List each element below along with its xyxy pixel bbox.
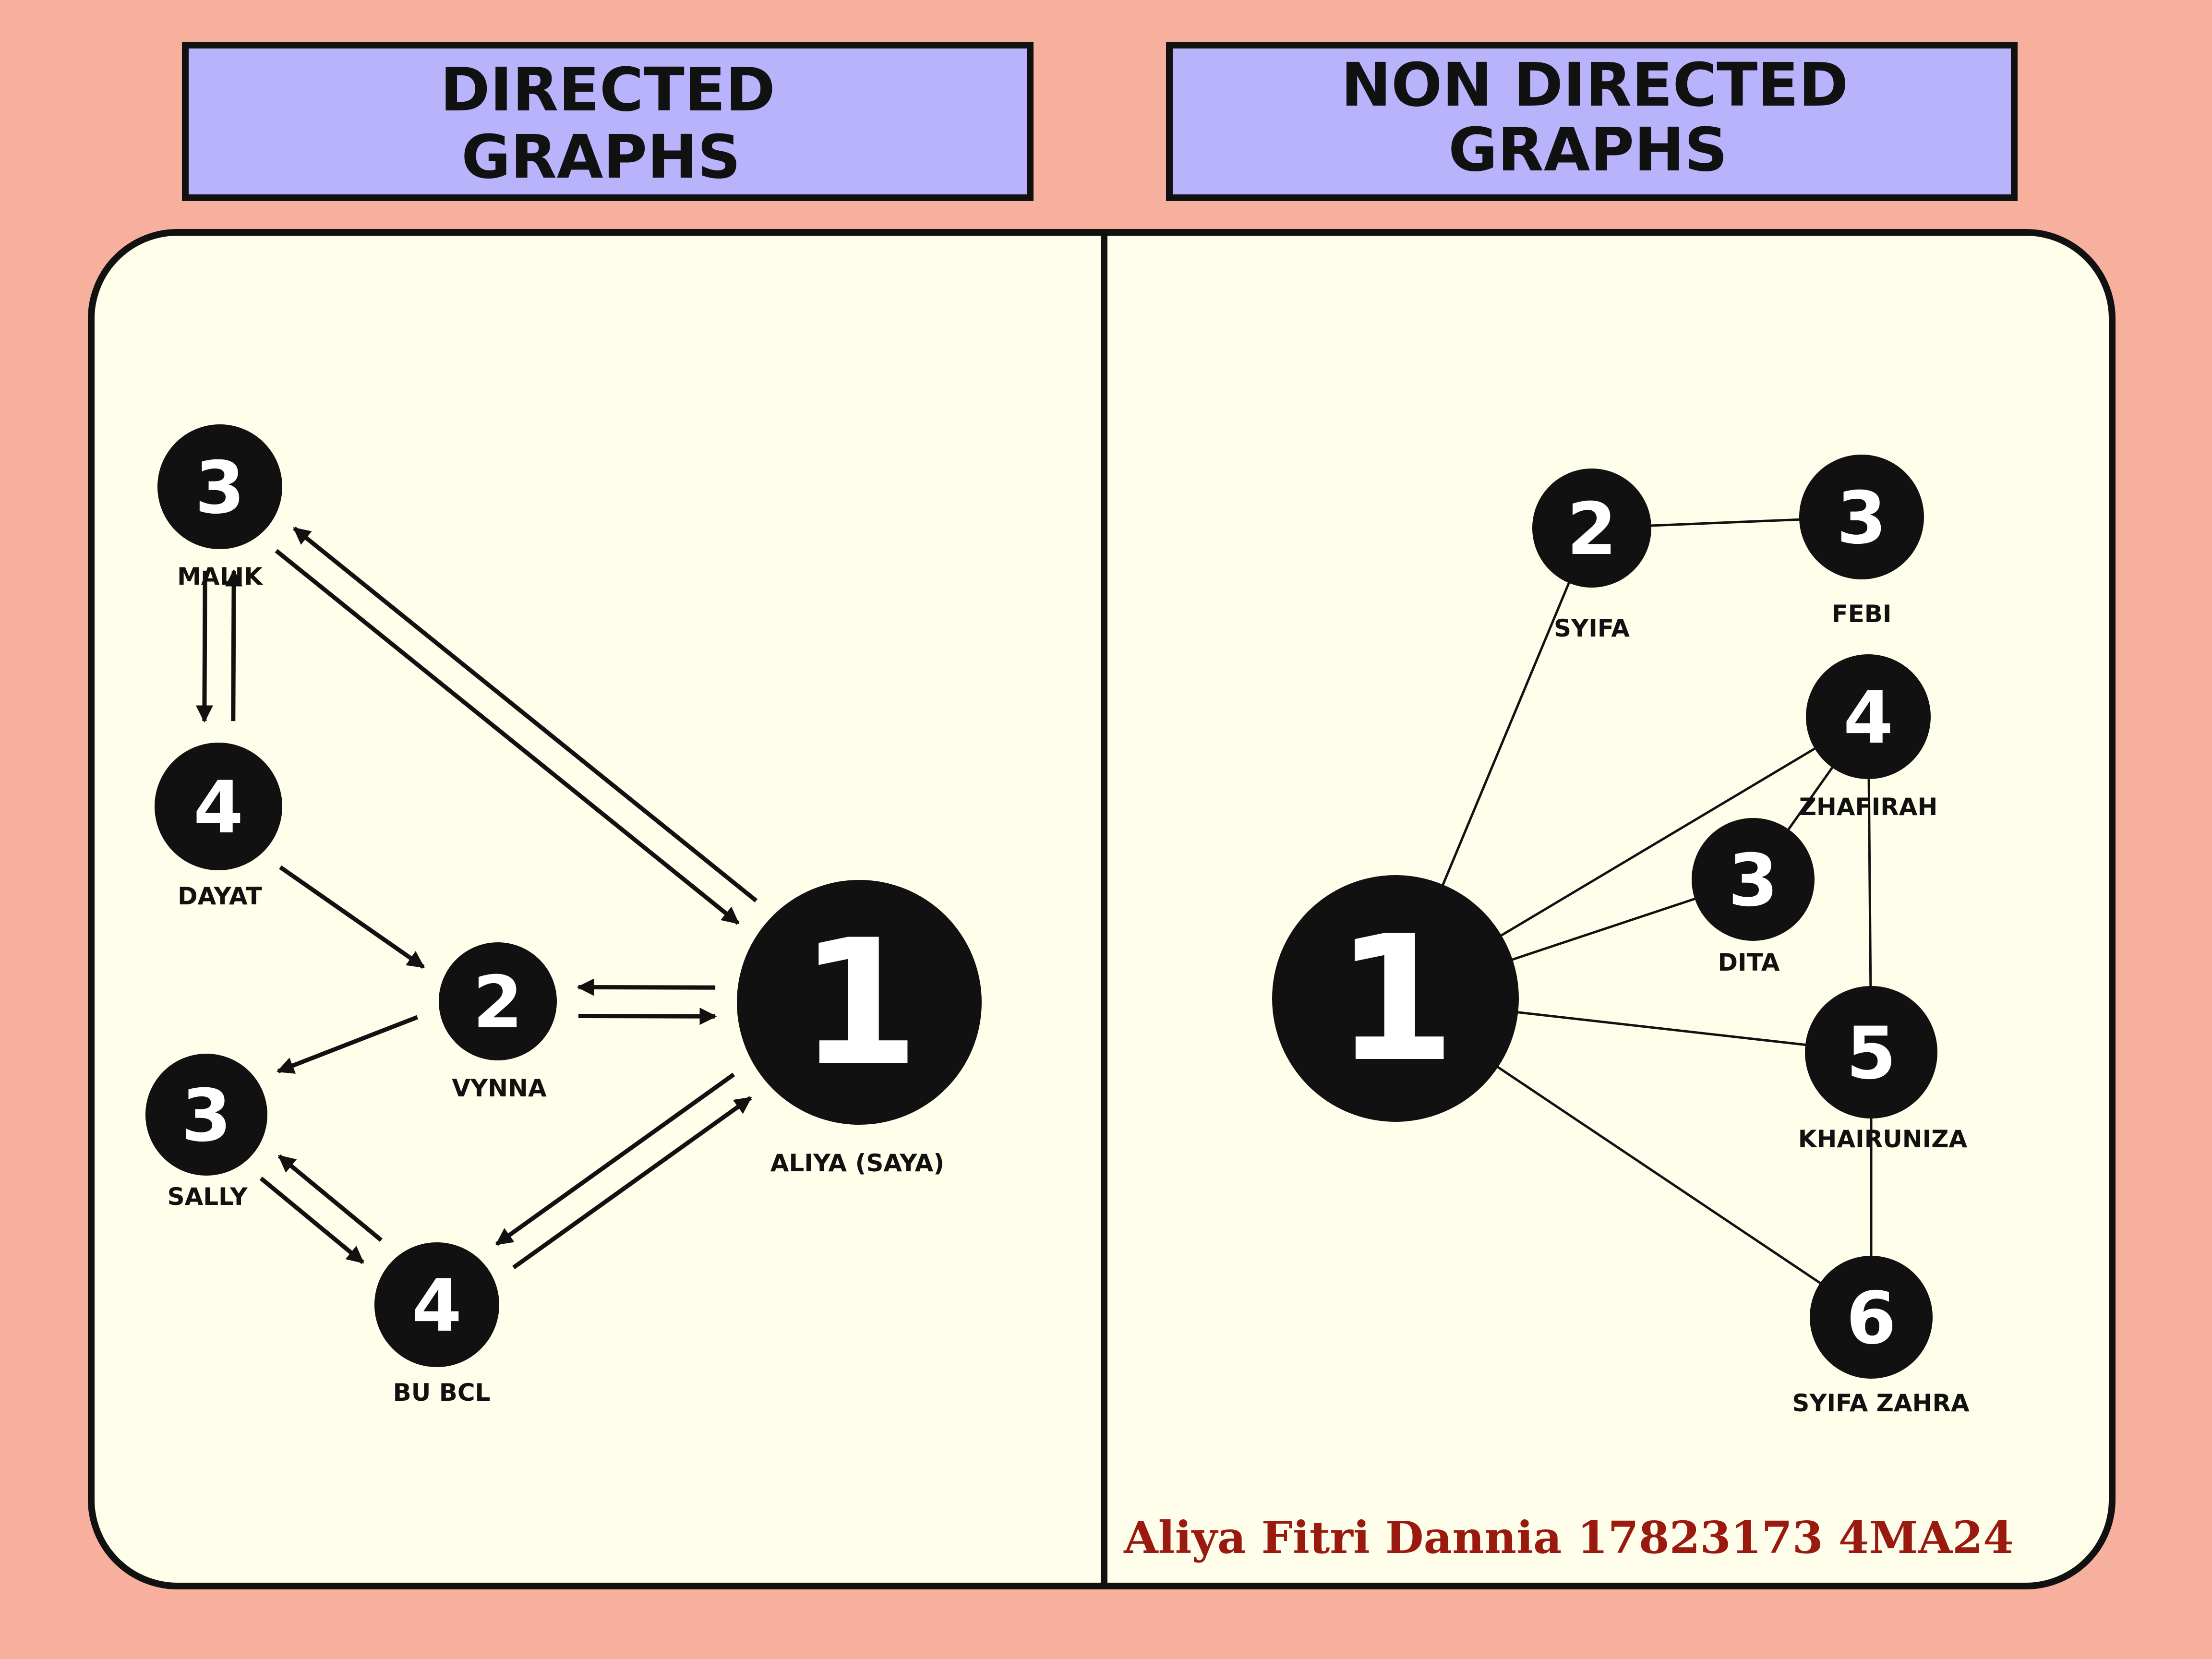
node-number: 5	[1846, 1012, 1896, 1095]
node-circle	[1806, 654, 1931, 779]
node-malik: 3 MALIK	[157, 424, 282, 590]
undirected-title-banner: NON DIRECTED GRAPHS	[1166, 42, 2018, 201]
undirected-title-line2: GRAPHS	[1448, 115, 1728, 185]
node-label: MALIK	[177, 563, 264, 590]
node-number: 6	[1846, 1277, 1896, 1360]
node-number: 1	[1335, 899, 1456, 1100]
node-zhafirah: 4 ZHAFIRAH	[1799, 654, 1938, 821]
directed-title-line1: DIRECTED	[440, 55, 775, 125]
node-syifa: 2 SYIFA	[1532, 469, 1651, 642]
edge-vynna-to-sally	[276, 1015, 419, 1074]
node-khairuniza: 5 KHAIRUNIZA	[1798, 986, 1968, 1153]
node-number: 3	[195, 446, 245, 530]
edge-malik-to-dayat	[195, 570, 213, 723]
node-circle	[1810, 1256, 1933, 1379]
node-label: SALLY	[168, 1183, 248, 1211]
directed-edges	[195, 526, 758, 1270]
edge-sally-to-bubcl	[259, 1177, 364, 1264]
edge-bubcl-to-aliya	[512, 1096, 752, 1270]
node-label: ZHAFIRAH	[1799, 793, 1938, 821]
edge-malik-to-aliya	[275, 549, 740, 925]
node-circle	[374, 1242, 499, 1367]
edge-dayat-to-malik	[225, 569, 243, 721]
node-aliya: 1 ALIYA (SAYA)	[737, 880, 982, 1177]
node-circle	[439, 942, 557, 1060]
node-circle	[157, 424, 282, 549]
node-circle	[1692, 818, 1815, 941]
node-dayat: 4 DAYAT	[155, 743, 282, 910]
node-sally: 3 SALLY	[145, 1054, 267, 1211]
author-credit: Aliya Fitri Dannia 17823173 4MA24	[1123, 1512, 2014, 1563]
edge-bubcl-to-sally	[277, 1154, 383, 1242]
node-number: 3	[1837, 477, 1887, 560]
directed-title-banner: DIRECTED GRAPHS	[182, 42, 1034, 201]
node-bubcl: 4 BU BCL	[374, 1242, 499, 1407]
edge-dayat-to-vynna	[279, 865, 425, 969]
node-number: 2	[1567, 488, 1617, 571]
node-label: ALIYA (SAYA)	[770, 1149, 944, 1177]
node-circle	[155, 743, 282, 870]
node-label: DAYAT	[178, 882, 262, 910]
node-syifazahra: 6 SYIFA ZAHRA	[1792, 1256, 1970, 1417]
node-label: BU BCL	[393, 1379, 491, 1407]
node-circle	[1805, 986, 1937, 1118]
node-circle	[1799, 455, 1924, 579]
node-number: 1	[799, 902, 920, 1104]
node-number: 3	[181, 1074, 231, 1158]
directed-title-line2: GRAPHS	[461, 122, 741, 192]
node-number: 2	[473, 961, 523, 1045]
node-number: 3	[1728, 839, 1778, 923]
node-vynna: 2 VYNNA	[439, 942, 557, 1102]
node-label: SYIFA ZAHRA	[1792, 1389, 1970, 1417]
node-febi: 3 FEBI	[1799, 455, 1924, 628]
node-dita: 3 DITA	[1692, 818, 1815, 976]
node-label: SYIFA	[1554, 614, 1630, 642]
node-number: 4	[412, 1264, 462, 1348]
node-circle	[145, 1054, 267, 1176]
edge-aliya-to-bubcl	[495, 1072, 735, 1246]
undirected-title-line1: NON DIRECTED	[1341, 50, 1848, 120]
node-label: FEBI	[1831, 600, 1891, 628]
node-number: 4	[1843, 676, 1893, 760]
node-circle	[1532, 469, 1651, 588]
node-center: 1	[1272, 875, 1519, 1122]
node-label: DITA	[1718, 949, 1779, 976]
node-label: KHAIRUNIZA	[1798, 1125, 1968, 1153]
node-circle	[737, 880, 982, 1125]
node-circle	[1272, 875, 1519, 1122]
edge-aliya-to-malik	[293, 526, 758, 902]
node-number: 4	[193, 766, 243, 850]
node-label: VYNNA	[452, 1074, 547, 1102]
